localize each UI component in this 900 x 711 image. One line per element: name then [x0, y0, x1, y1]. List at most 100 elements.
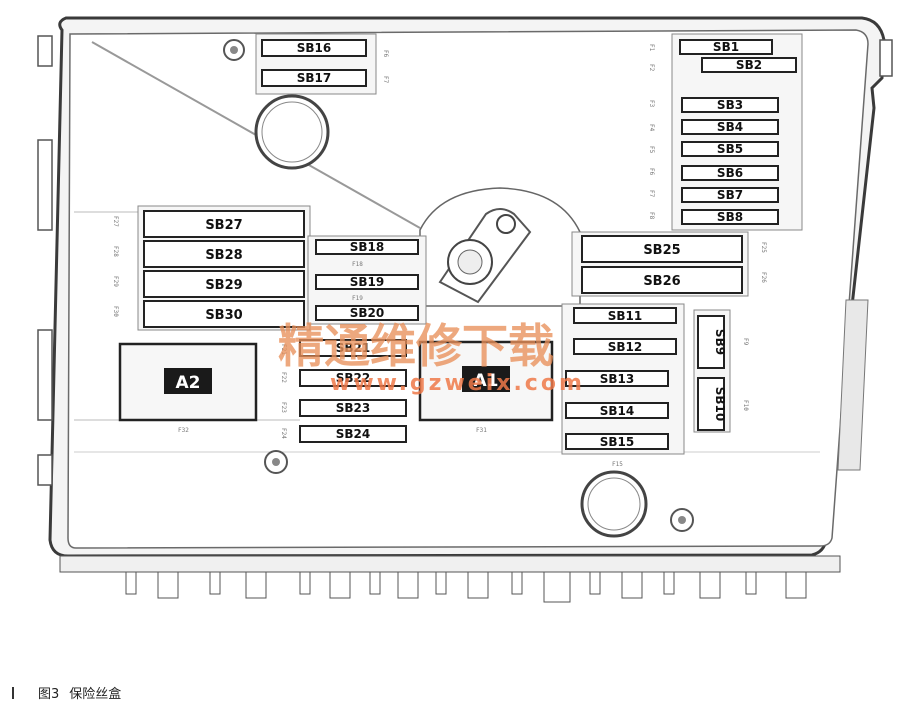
- watermark-url: www.gzweix.com: [330, 371, 585, 396]
- bottom-connectors: [59, 555, 841, 603]
- pin-label: F21: [280, 344, 287, 355]
- fuse-label: SB25: [643, 243, 680, 258]
- fuse-label: SB20: [350, 306, 385, 320]
- pin-label: F7: [382, 76, 389, 84]
- fuse-sb3: SB3 F3: [648, 97, 779, 113]
- pin-label: F8: [648, 212, 655, 220]
- pin-label: F5: [648, 146, 655, 154]
- figure-number: 图3: [38, 687, 60, 702]
- relay-label: A1: [474, 371, 499, 391]
- fuse-label: SB14: [600, 404, 635, 418]
- pin-label: F6: [648, 168, 655, 176]
- fuse-label: SB23: [336, 401, 371, 415]
- pin-label: F30: [112, 306, 119, 317]
- pin-label: F19: [352, 295, 363, 302]
- fuse-sb30: SB30 F30: [112, 300, 305, 328]
- fuse-label: SB11: [608, 309, 643, 323]
- pin-label: F29: [112, 276, 119, 287]
- fuse-sb26: SB26 F26: [581, 266, 767, 294]
- fuse-label: SB24: [336, 427, 371, 441]
- fuse-sb19: SB19 F19: [315, 274, 419, 302]
- fuse-sb16: SB16 F6: [261, 39, 389, 58]
- figure-caption: 图3 保险丝盒: [12, 683, 121, 702]
- pin-label: F24: [280, 428, 287, 439]
- fuse-sb27: SB27 F27: [112, 210, 305, 238]
- fuse-sb9: SB9 F9: [697, 315, 749, 369]
- relay-a1: A1 F31: [418, 340, 554, 434]
- caption-marker: [12, 686, 14, 699]
- fuse-label: SB17: [297, 71, 332, 85]
- pin-label: F26: [760, 272, 767, 283]
- fuse-label: SB4: [717, 120, 743, 134]
- fuse-label: SB16: [297, 41, 332, 55]
- fuse-label: SB8: [717, 210, 743, 224]
- fuse-sb13: SB13: [565, 370, 669, 387]
- fuse-label: SB19: [350, 275, 385, 289]
- figure-title: 保险丝盒: [69, 687, 122, 702]
- fuse-label: SB30: [205, 308, 242, 323]
- fuse-label: SB3: [717, 98, 743, 112]
- pin-label: F1: [648, 44, 655, 52]
- pin-label: F22: [280, 372, 287, 383]
- pin-label: F6: [382, 50, 389, 58]
- fuse-sb22: SB22 F22: [280, 369, 407, 387]
- pin-label: F9: [742, 338, 749, 346]
- fuse-sb20: SB20: [315, 305, 419, 321]
- fuse-label: SB22: [336, 371, 371, 385]
- fuse-sb4: SB4 F4: [648, 119, 779, 135]
- pin-label: F3: [648, 100, 655, 108]
- fuse-label: SB12: [608, 340, 643, 354]
- fuse-sb29: SB29 F29: [112, 270, 305, 298]
- fuse-label: SB2: [736, 58, 762, 72]
- pin-label: F28: [112, 246, 119, 257]
- relay-a2: A2 F32: [118, 342, 258, 434]
- watermark-text: 精通维修下载: [278, 319, 554, 373]
- pin-label: F27: [112, 216, 119, 227]
- fuse-label: SB6: [717, 166, 743, 180]
- fuse-sb24: SB24 F24: [280, 425, 407, 443]
- fuse-label: SB10: [713, 387, 727, 422]
- fuse-label: SB15: [600, 435, 635, 449]
- fuse-sb6: SB6 F6: [648, 165, 779, 181]
- pin-label: F2: [648, 64, 655, 72]
- fuse-sb5: SB5 F5: [648, 141, 779, 157]
- fuse-label: SB21: [336, 341, 371, 355]
- fuse-label: SB9: [713, 329, 727, 355]
- fuse-sb25: SB25 F25: [581, 235, 767, 263]
- fuse-label: SB7: [717, 188, 743, 202]
- fuse-sb23: SB23 F23: [280, 399, 407, 417]
- pin-label: F4: [648, 124, 655, 132]
- fuse-sb8: SB8 F8: [648, 209, 779, 225]
- pin-label: F25: [760, 242, 767, 253]
- pin-label: F10: [742, 400, 749, 411]
- fuse-label: SB29: [205, 278, 242, 293]
- fuse-sb12: SB12: [573, 338, 677, 355]
- fuse-sb17: SB17 F7: [261, 69, 389, 87]
- fuse-sb15: SB15 F15: [565, 433, 669, 468]
- watermark: 精通维修下载 www.gzweix.com: [278, 319, 585, 396]
- fuse-sb10: SB10 F10: [697, 377, 749, 431]
- fuse-label: SB13: [600, 372, 635, 386]
- relay-label: A2: [176, 373, 201, 393]
- fuse-label: SB5: [717, 142, 743, 156]
- pin-label: F31: [476, 427, 487, 434]
- pin-label: F15: [612, 461, 623, 468]
- fuse-label: SB1: [713, 40, 739, 54]
- fuse-sb1: SB1 F1: [648, 39, 773, 55]
- fuse-sb2: SB2 F2: [648, 57, 797, 73]
- fuse-sb18: SB18 F18: [315, 239, 419, 268]
- fuse-sb21: SB21 F21: [280, 339, 407, 357]
- pin-label: F32: [178, 427, 189, 434]
- pin-label: F23: [280, 402, 287, 413]
- fuse-label: SB18: [350, 240, 385, 254]
- pin-label: F18: [352, 261, 363, 268]
- fuse-label: SB27: [205, 218, 242, 233]
- pin-label: F7: [648, 190, 655, 198]
- fuse-label: SB28: [205, 248, 242, 263]
- fuse-sb11: SB11: [573, 307, 677, 324]
- fuse-sb28: SB28 F28: [112, 240, 305, 268]
- fuse-label: SB26: [643, 274, 680, 289]
- fuse-sb14: SB14: [565, 402, 669, 419]
- fuse-sb7: SB7 F7: [648, 187, 779, 203]
